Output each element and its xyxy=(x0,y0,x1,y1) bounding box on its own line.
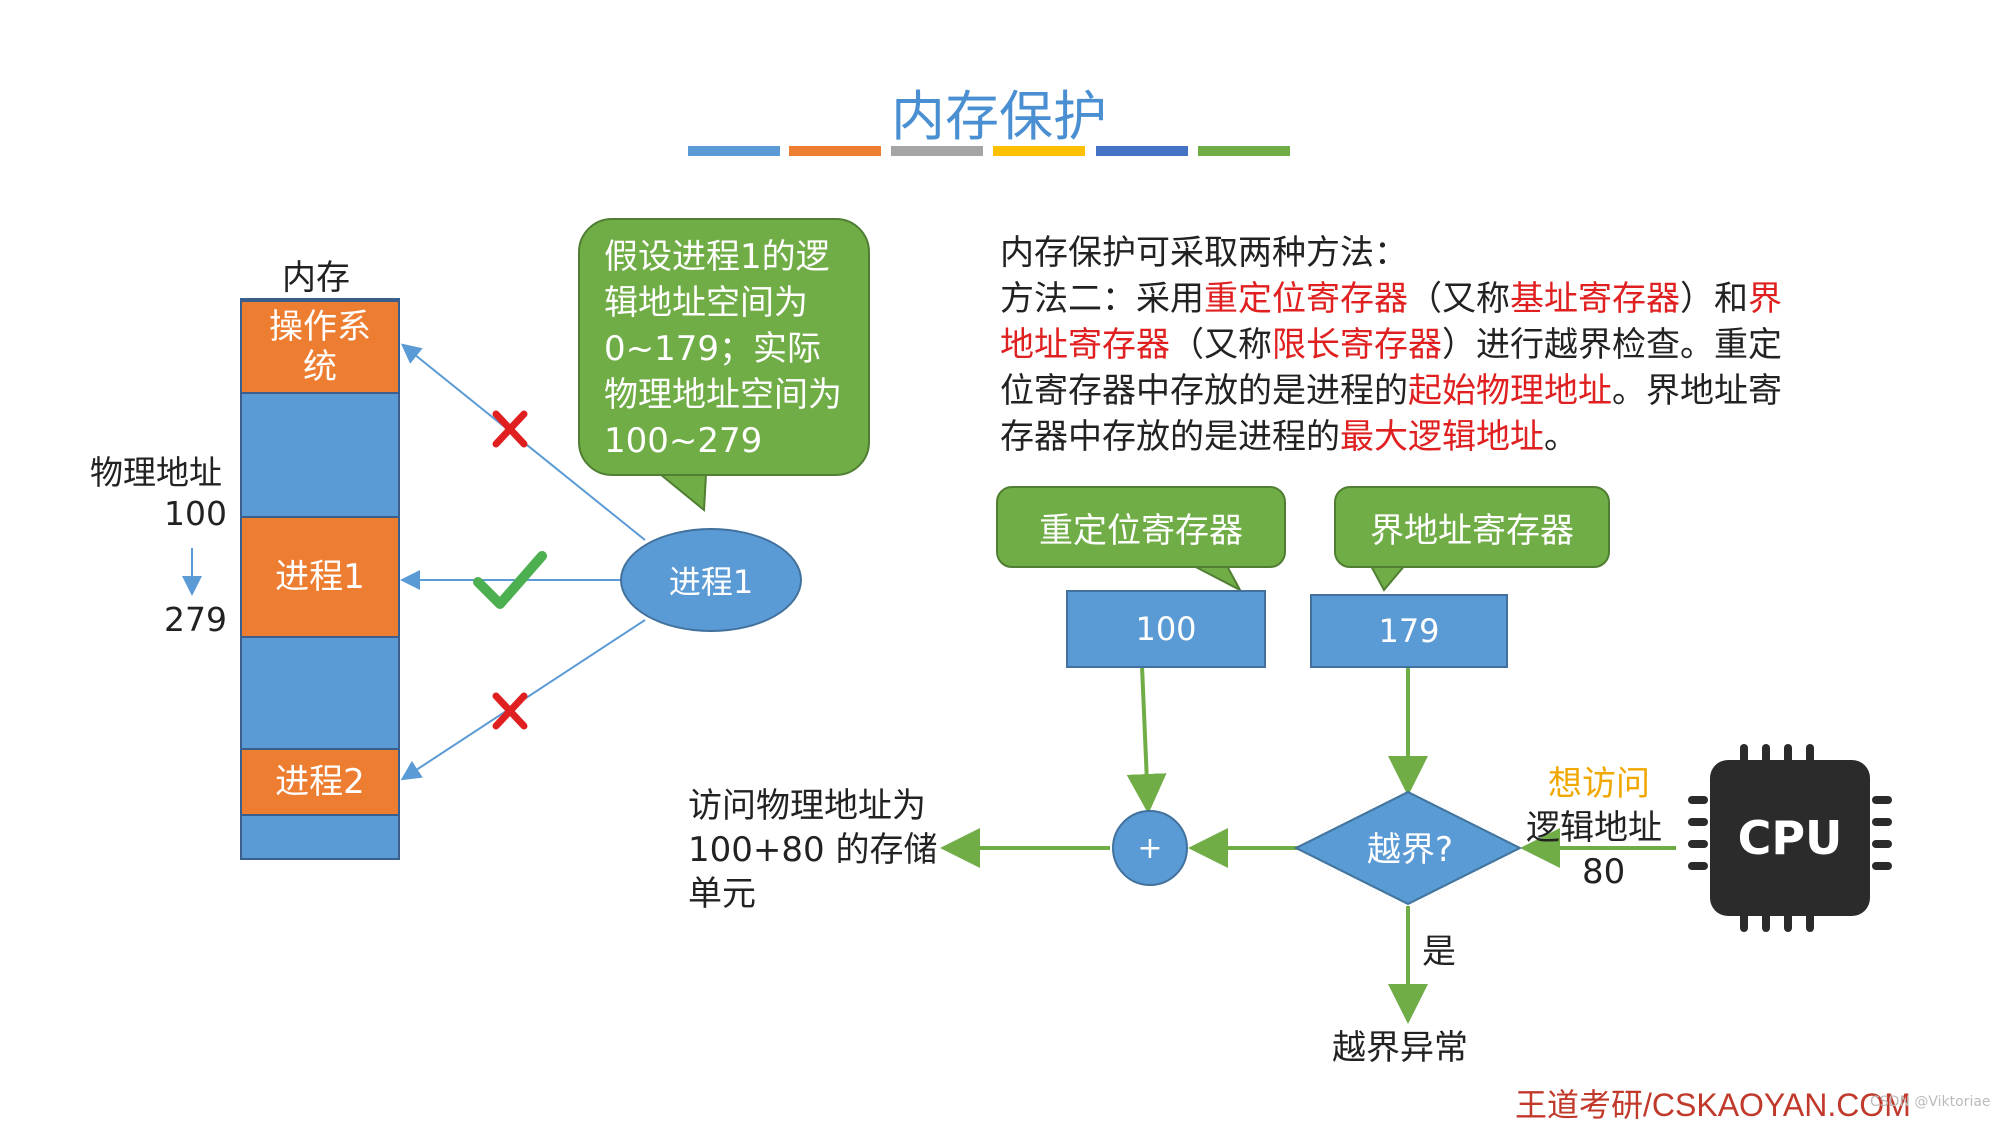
assumption-bubble: 假设进程1的逻辑地址空间为 0~179；实际物理地址空间为 100~279 xyxy=(578,218,870,476)
logical-address-label: 逻辑地址 xyxy=(1526,808,1662,848)
limit-register-value: 179 xyxy=(1310,594,1508,668)
want-access-label: 想访问 xyxy=(1548,764,1650,804)
desc-text: 方法二：采用 xyxy=(1000,279,1204,319)
process-ellipse: 进程1 xyxy=(620,528,802,632)
title-bar-2 xyxy=(789,146,881,156)
start-address-term: 起始物理地址 xyxy=(1408,371,1612,411)
desc-text: 。 xyxy=(1544,417,1578,457)
page-title: 内存保护 xyxy=(891,85,1107,148)
desc-text: （又称 xyxy=(1408,279,1510,319)
out-of-bounds-label: 越界异常 xyxy=(1332,1028,1468,1068)
check-icon xyxy=(473,551,547,609)
limit-reg-term-part1: 界 xyxy=(1748,279,1782,319)
physical-address-label: 物理地址 xyxy=(90,453,222,492)
watermark: CSDN @Viktoriae xyxy=(1870,1094,1991,1110)
limit-reg-term-part2: 地址寄存器 xyxy=(1000,325,1170,365)
title-bar-4 xyxy=(993,146,1085,156)
cpu-icon: CPU xyxy=(1710,760,1870,916)
method-description: 内存保护可采取两种方法： 方法二：采用重定位寄存器（又称基址寄存器）和界 地址寄… xyxy=(1000,230,1880,460)
check-diamond xyxy=(1293,790,1523,906)
cross-icon-top xyxy=(492,410,528,448)
segment-free-2 xyxy=(242,638,398,748)
footer-brand: 王道考研/CSKAOYAN.COM xyxy=(1515,1087,1911,1123)
desc-line-1: 内存保护可采取两种方法： xyxy=(1000,233,1408,273)
segment-process-2: 进程2 xyxy=(242,748,398,816)
segment-free-3 xyxy=(242,816,398,858)
desc-line-5: 存器中存放的是进程的最大逻辑地址。 xyxy=(1000,414,1880,460)
desc-line-4: 位寄存器中存放的是进程的起始物理地址。界地址寄 xyxy=(1000,368,1880,414)
adder-circle: + xyxy=(1112,810,1188,886)
access-physical-text: 访问物理地址为 100+80 的存储单元 xyxy=(688,786,938,914)
desc-text: ）和 xyxy=(1680,279,1748,319)
desc-text: ）进行越界检查。重定 xyxy=(1442,325,1782,365)
cpu-pins xyxy=(1688,744,1892,932)
cross-icon-bottom xyxy=(492,692,528,730)
memory-column: 操作系统 进程1 进程2 xyxy=(240,298,400,860)
physical-address-start: 100 xyxy=(164,494,227,533)
logical-address-value: 80 xyxy=(1582,852,1626,892)
title-bar-1 xyxy=(688,146,780,156)
limit-alias-term: 限长寄存器 xyxy=(1272,325,1442,365)
bound-check-label: 越界? xyxy=(1366,830,1454,870)
title-bar-3 xyxy=(891,146,983,156)
desc-text: 。界地址寄 xyxy=(1612,371,1782,411)
segment-free-1 xyxy=(242,394,398,516)
limit-register-label: 界地址寄存器 xyxy=(1334,486,1610,568)
reloc-register-label: 重定位寄存器 xyxy=(996,486,1286,568)
max-address-term: 最大逻辑地址 xyxy=(1340,417,1544,457)
physical-address-end: 279 xyxy=(164,600,227,639)
desc-text: 存器中存放的是进程的 xyxy=(1000,417,1340,457)
title-bar-5 xyxy=(1096,146,1188,156)
desc-line-3: 地址寄存器（又称限长寄存器）进行越界检查。重定 xyxy=(1000,322,1880,368)
desc-text: （又称 xyxy=(1170,325,1272,365)
base-reg-term: 基址寄存器 xyxy=(1510,279,1680,319)
memory-label: 内存 xyxy=(282,258,350,298)
desc-text: 位寄存器中存放的是进程的 xyxy=(1000,371,1408,411)
yes-label: 是 xyxy=(1422,932,1456,972)
segment-os: 操作系统 xyxy=(242,300,398,394)
desc-line-2: 方法二：采用重定位寄存器（又称基址寄存器）和界 xyxy=(1000,276,1880,322)
reloc-register-value: 100 xyxy=(1066,590,1266,668)
reloc-reg-term: 重定位寄存器 xyxy=(1204,279,1408,319)
title-bar-6 xyxy=(1198,146,1290,156)
segment-process-1: 进程1 xyxy=(242,516,398,638)
